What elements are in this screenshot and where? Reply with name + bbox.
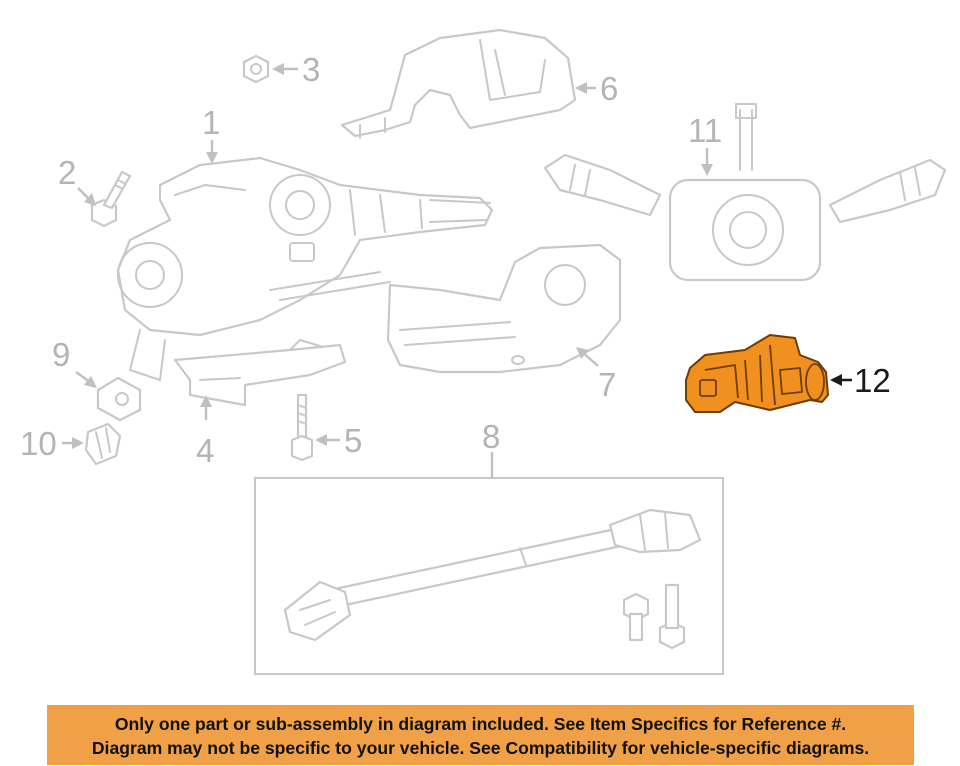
callout-12: 12 [830, 362, 891, 399]
part-8-intermediate-shaft [254, 477, 724, 675]
part-5-bolt [290, 393, 314, 462]
part-12-ignition-lock-housing [685, 334, 829, 413]
callout-10: 10 [20, 425, 84, 462]
svg-text:10: 10 [20, 425, 57, 462]
notice-line-1: Only one part or sub-assembly in diagram… [114, 714, 847, 734]
callout-1: 1 [202, 104, 220, 164]
part-9-clip [96, 376, 142, 422]
part-6-upper-shroud [340, 28, 577, 139]
part-4-bracket [173, 339, 347, 407]
svg-text:6: 6 [600, 70, 618, 107]
callout-5: 5 [315, 422, 362, 459]
part-2-bolt [90, 170, 132, 228]
notice-line-2: Diagram may not be specific to your vehi… [91, 738, 870, 758]
svg-text:1: 1 [202, 104, 220, 141]
svg-text:2: 2 [58, 154, 76, 191]
svg-text:11: 11 [688, 112, 722, 149]
svg-text:9: 9 [52, 336, 70, 373]
part-1-steering-column [116, 156, 494, 381]
svg-text:4: 4 [196, 432, 214, 469]
svg-text:12: 12 [854, 362, 891, 399]
callout-9: 9 [52, 336, 97, 388]
parts-diagram: 3 6 1 2 [20, 28, 947, 675]
svg-text:8: 8 [482, 418, 500, 455]
svg-text:5: 5 [344, 422, 362, 459]
part-10-push-nut [84, 422, 122, 466]
callout-6: 6 [575, 70, 618, 107]
callout-3: 3 [272, 51, 320, 88]
callout-4: 4 [196, 395, 214, 469]
part-7-lower-shroud [386, 243, 622, 374]
notice-banner: Only one part or sub-assembly in diagram… [47, 705, 914, 765]
callout-8: 8 [482, 418, 500, 478]
callout-2: 2 [58, 154, 96, 206]
svg-text:3: 3 [302, 51, 320, 88]
callout-7: 7 [576, 347, 616, 403]
callout-11: 11 [688, 112, 722, 176]
svg-text:7: 7 [598, 366, 616, 403]
part-3-nut [242, 54, 270, 84]
part-11-combination-switch [543, 103, 947, 282]
